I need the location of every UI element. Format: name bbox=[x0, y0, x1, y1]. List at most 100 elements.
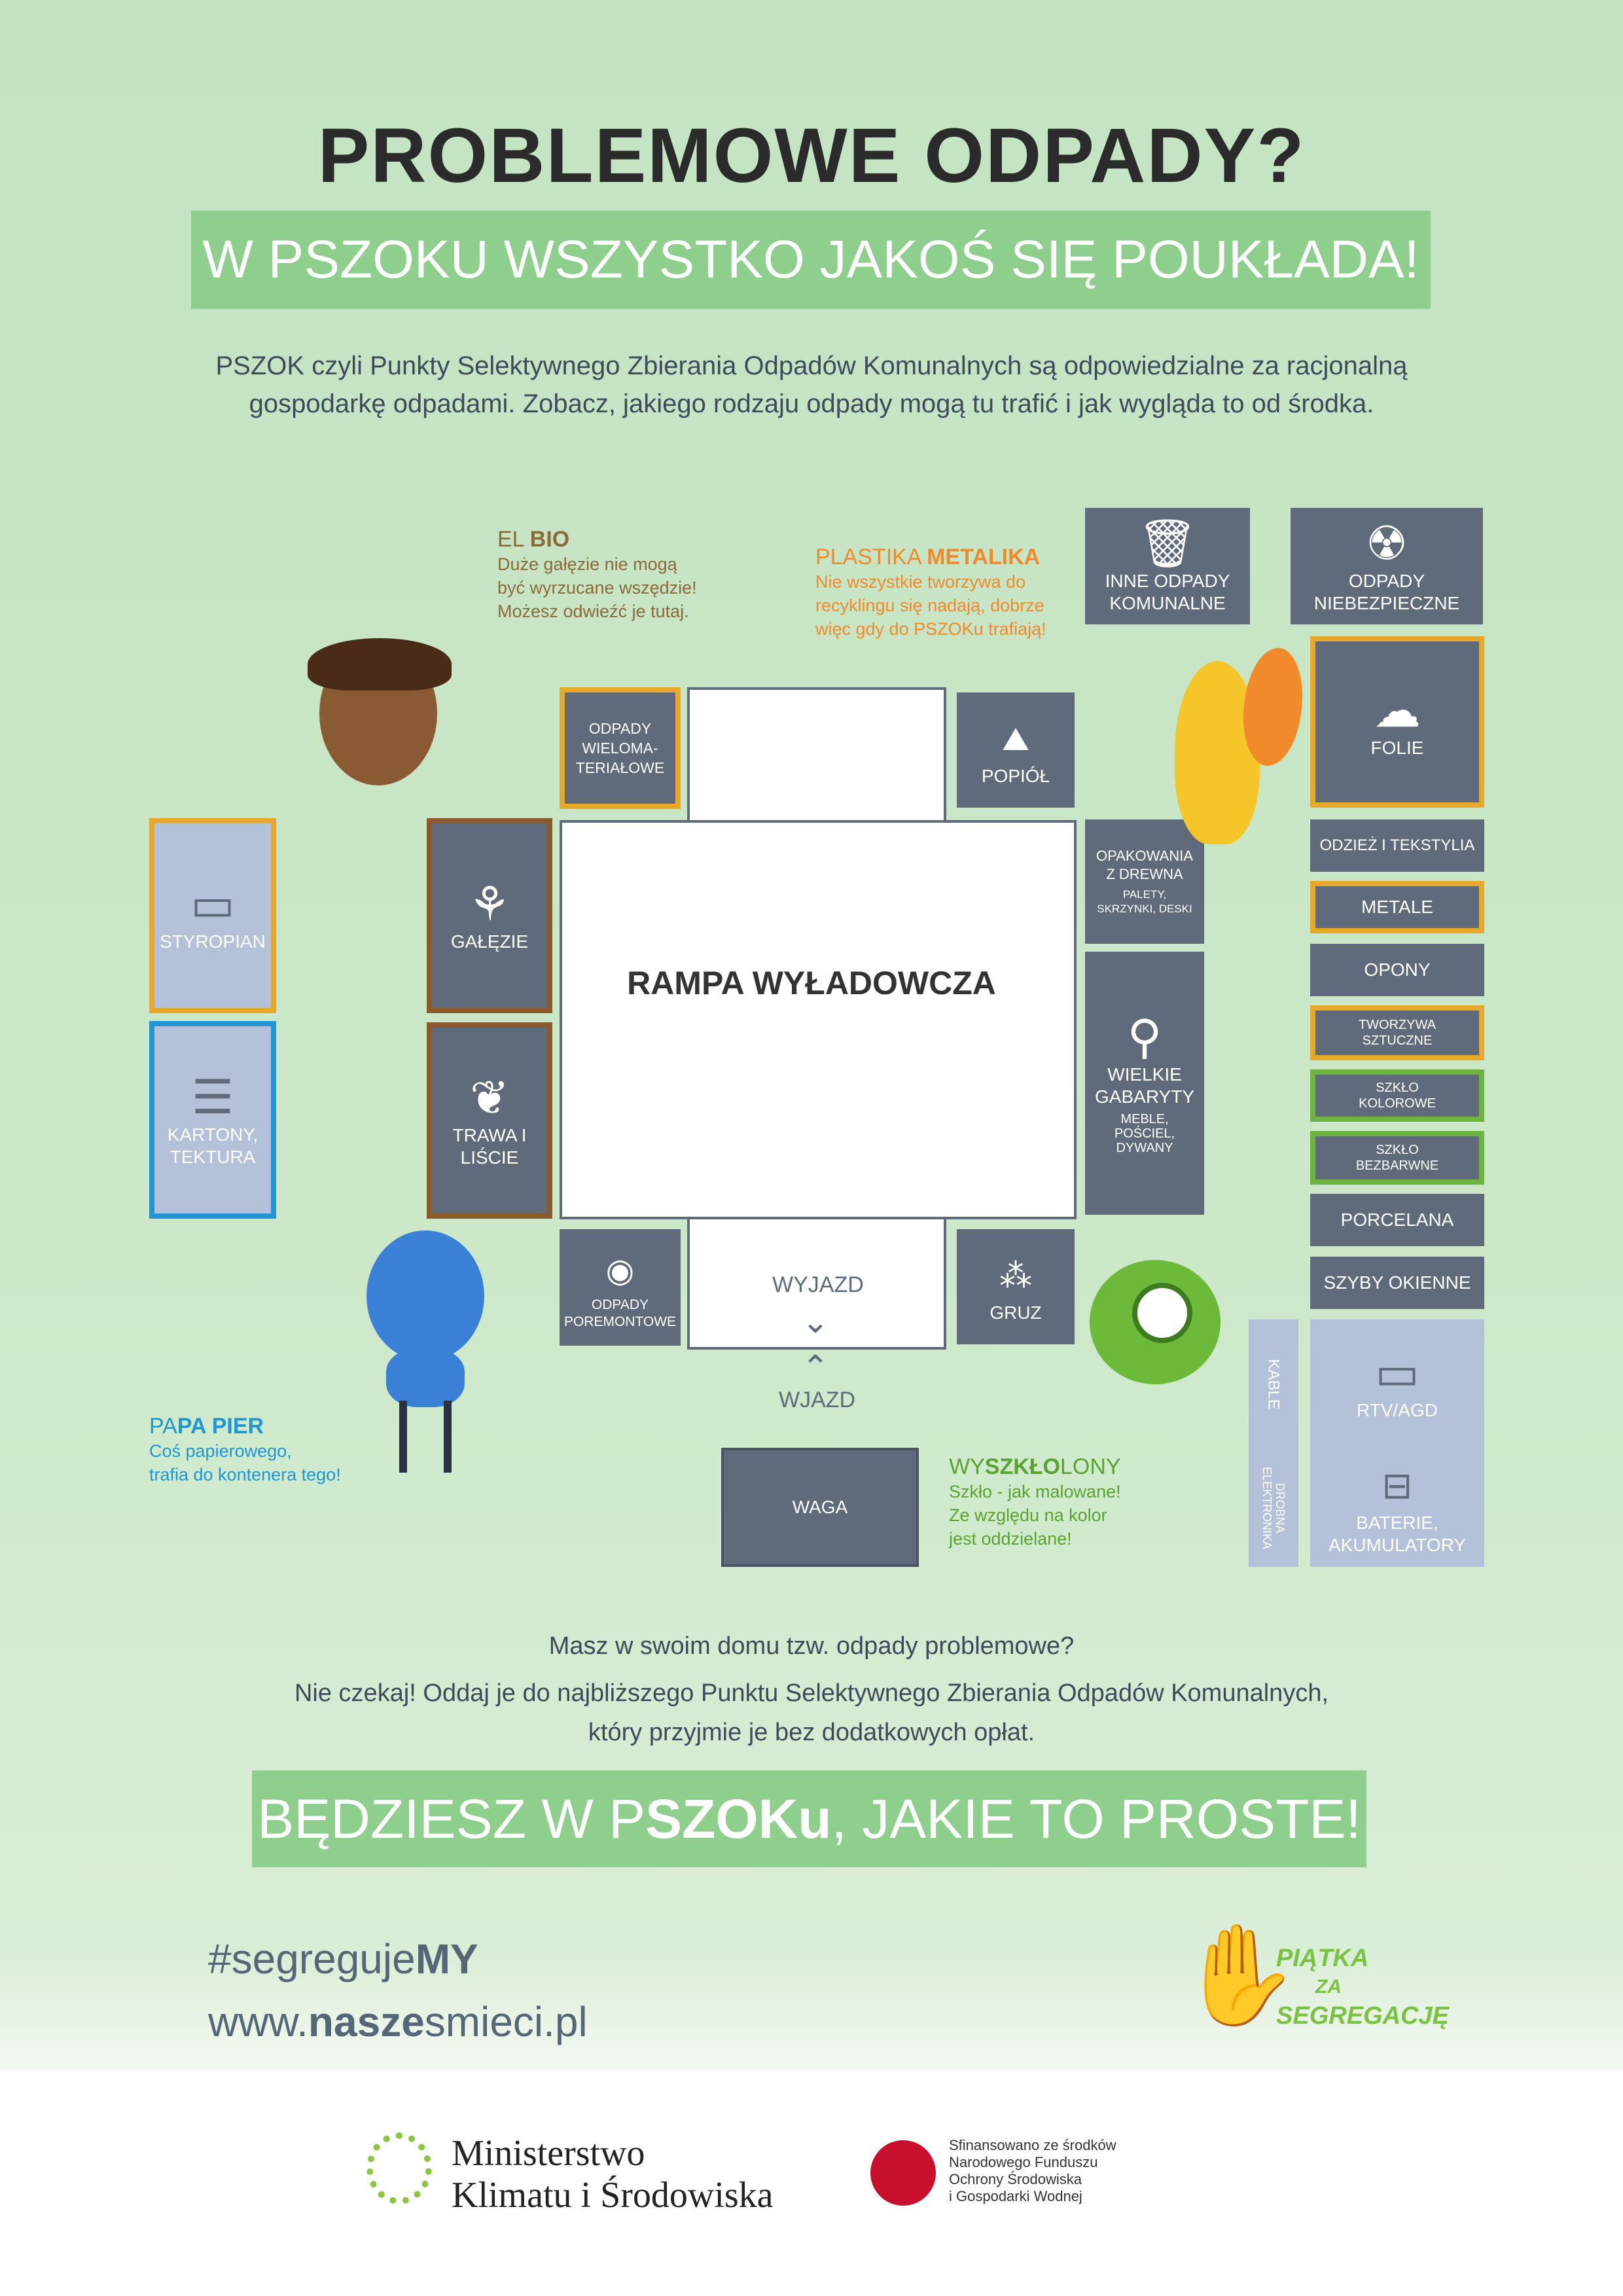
box-drobna: DROBNA ELEKTRONIKA bbox=[1249, 1449, 1298, 1567]
box-opony-label: OPONY bbox=[1364, 960, 1431, 980]
wjazd-arrow-icon: ⌃ bbox=[802, 1349, 829, 1386]
box-kable: KABLE bbox=[1249, 1319, 1298, 1449]
box-wielomaterialowe: ODPADY WIELOMA-TERIAŁOWE bbox=[560, 687, 681, 809]
metalika-flame bbox=[1243, 648, 1302, 766]
szklo-line-1: Szkło - jak malowane! bbox=[949, 1482, 1121, 1501]
box-popiol-label: POPIÓŁ bbox=[981, 766, 1050, 786]
papier-line-1: Coś papierowego, bbox=[149, 1441, 292, 1461]
box-odziez: ODZIEŻ I TEKSTYLIA bbox=[1310, 819, 1484, 872]
box-szyby: SZYBY OKIENNE bbox=[1310, 1257, 1484, 1309]
box-wielomaterialowe-label: ODPADY WIELOMA-TERIAŁOWE bbox=[575, 720, 665, 776]
box-kartony: ☰ KARTONY, TEKTURA bbox=[149, 1021, 276, 1219]
box-szklo-kol-label: SZKŁO KOLOROWE bbox=[1359, 1081, 1436, 1111]
box-opak-drewna-label: OPAKOWANIA Z DREWNA bbox=[1096, 848, 1193, 882]
papier-caption: PAPA PIER Coś papierowego, trafia do kon… bbox=[149, 1414, 341, 1486]
box-styropian-icon: ▭ bbox=[190, 878, 236, 931]
ministry-name: Ministerstwo Klimatu i Środowiska bbox=[452, 2132, 774, 2216]
fund-line-4: i Gospodarki Wodnej bbox=[949, 2188, 1082, 2204]
rampa-fill bbox=[690, 823, 944, 1217]
fund-line-1: Sfinansowano ze środków bbox=[949, 2137, 1116, 2153]
fund-text: Sfinansowano ze środków Narodowego Fundu… bbox=[949, 2137, 1116, 2205]
bio-name: EL BIO bbox=[497, 527, 570, 552]
leaf-icon: ❦ bbox=[469, 1072, 510, 1124]
box-waga: WAGA bbox=[721, 1448, 919, 1567]
box-baterie-label: BATERIE, AKUMULATORY bbox=[1328, 1513, 1467, 1555]
bio-caption: EL BIO Duże gałęzie nie mogą być wyrzuca… bbox=[497, 527, 697, 623]
intro-line-2: gospodarkę odpadami. Zobacz, jakiego rod… bbox=[249, 389, 1374, 418]
cloud-icon: ☁ bbox=[1374, 685, 1421, 737]
box-galezie: ⚘ GAŁĘZIE bbox=[427, 818, 552, 1013]
box-poremontowe: ◉ ODPADY POREMONTOWE bbox=[560, 1229, 681, 1346]
box-drobna-label: DROBNA ELEKTRONIKA bbox=[1260, 1466, 1287, 1550]
metalika-name: PLASTIKA METALIKA bbox=[815, 545, 1041, 569]
ministry-emblem-icon bbox=[366, 2132, 432, 2204]
box-inne-label: INNE ODPADY KOMUNALNE bbox=[1105, 571, 1230, 613]
box-galezie-label: GAŁĘZIE bbox=[450, 931, 529, 952]
box-porcelana-label: PORCELANA bbox=[1340, 1210, 1454, 1230]
intro-line-1: PSZOK czyli Punkty Selektywnego Zbierani… bbox=[215, 351, 1408, 380]
bio-line-3: Możesz odwieźć je tutaj. bbox=[497, 601, 689, 621]
subtitle-banner: W PSZOKU WSZYSTKO JAKOŚ SIĘ POUKŁADA! bbox=[191, 211, 1431, 309]
metalika-caption: PLASTIKA METALIKA Nie wszystkie tworzywa… bbox=[815, 545, 1046, 641]
box-szklo-bez-label: SZKŁO BEZBARWNE bbox=[1355, 1143, 1439, 1173]
szklo-caption: WYSZKŁOLONY Szkło - jak malowane! Ze wzg… bbox=[949, 1454, 1121, 1551]
szklo-line-2: Ze względu na kolor bbox=[949, 1505, 1107, 1525]
box-niebezpieczne-label: ODPADY NIEBEZPIECZNE bbox=[1313, 571, 1460, 613]
papers-icon: ☰ bbox=[191, 1071, 234, 1124]
box-metale: METALE bbox=[1310, 881, 1484, 933]
logo-text-2: ZA bbox=[1315, 1976, 1342, 1998]
bottom-q3: który przyjmie je bez dodatkowych opłat. bbox=[588, 1719, 1035, 1746]
bottom-question: Masz w swoim domu tzw. odpady problemowe… bbox=[0, 1626, 1623, 1752]
box-tworzywa-label: TWORZYWA SZTUCZNE bbox=[1358, 1018, 1436, 1048]
wyjazd-arrow-icon: ⌄ bbox=[802, 1303, 829, 1340]
metalika-line-1: Nie wszystkie tworzywa do bbox=[815, 572, 1026, 592]
fund-line-3: Ochrony Środowiska bbox=[949, 2171, 1082, 2187]
monitor-icon: ▭ bbox=[1374, 1347, 1420, 1399]
box-folie-label: FOLIE bbox=[1370, 738, 1424, 758]
bottom-banner: BĘDZIESZ W PSZOKu, JAKIE TO PROSTE! bbox=[252, 1770, 1366, 1867]
bottom-q1: Masz w swoim domu tzw. odpady problemowe… bbox=[548, 1632, 1075, 1660]
metalika-line-3: więc gdy do PSZOKu trafiają! bbox=[815, 619, 1046, 639]
intro-text: PSZOK czyli Punkty Selektywnego Zbierani… bbox=[131, 347, 1492, 423]
box-wielkie-gabaryty: ⚲ WIELKIE GABARYTY MEBLE, POŚCIEL, DYWAN… bbox=[1085, 952, 1204, 1215]
box-tworzywa: TWORZYWA SZTUCZNE bbox=[1310, 1005, 1484, 1060]
logo-text-3: SEGREGACJĘ bbox=[1276, 2002, 1449, 2030]
box-szklo-bezbarwne: SZKŁO BEZBARWNE bbox=[1310, 1131, 1484, 1185]
stones-icon: ⁂ bbox=[999, 1257, 1032, 1294]
papier-line-2: trafia do kontenera tego! bbox=[149, 1465, 341, 1484]
box-gruz: ⁂ GRUZ bbox=[957, 1229, 1075, 1344]
box-folie: ☁ FOLIE bbox=[1310, 636, 1484, 808]
page-title: PROBLEMOWE ODPADY? bbox=[317, 113, 1306, 199]
bio-line-1: Duże gałęzie nie mogą bbox=[497, 554, 677, 574]
character-papa-pier bbox=[366, 1230, 484, 1361]
branch-icon: ⚘ bbox=[468, 878, 511, 931]
box-metale-label: METALE bbox=[1361, 897, 1433, 917]
box-odziez-label: ODZIEŻ I TEKSTYLIA bbox=[1319, 836, 1475, 854]
bio-line-2: być wyrzucane wszędzie! bbox=[497, 578, 697, 598]
footer bbox=[0, 2072, 1623, 2296]
box-gruz-label: GRUZ bbox=[990, 1302, 1042, 1323]
box-kable-label: KABLE bbox=[1265, 1359, 1283, 1410]
box-szklo-kolorowe: SZKŁO KOLOROWE bbox=[1310, 1069, 1484, 1122]
box-opak-drewna: OPAKOWANIA Z DREWNA PALETY, SKRZYNKI, DE… bbox=[1085, 819, 1204, 944]
chair-icon: ⚲ bbox=[1127, 1011, 1162, 1064]
box-kartony-label: KARTONY, TEKTURA bbox=[167, 1124, 259, 1167]
box-wielkie-label: WIELKIE GABARYTY bbox=[1095, 1064, 1194, 1107]
battery-icon: ⊟ bbox=[1382, 1465, 1413, 1506]
ash-icon: ⛰ bbox=[1002, 721, 1029, 757]
logo-text-1: PIĄTKA bbox=[1276, 1945, 1369, 1972]
papa-pier-body bbox=[386, 1348, 465, 1407]
box-waga-label: WAGA bbox=[792, 1497, 848, 1517]
rampa-label: RAMPA WYŁADOWCZA bbox=[627, 965, 996, 1001]
ministry-line-2: Klimatu i Środowiska bbox=[452, 2175, 774, 2215]
website-link[interactable]: www.naszesmieci.pl bbox=[208, 1998, 588, 2045]
metalika-line-2: recyklingu się nadają, dobrze bbox=[815, 596, 1044, 615]
character-el-bio-hair bbox=[308, 638, 452, 691]
box-opony: OPONY bbox=[1310, 944, 1484, 996]
papier-name: PAPA PIER bbox=[149, 1414, 264, 1439]
box-styropian-label: STYROPIAN bbox=[160, 931, 266, 952]
wyszklolony-eye bbox=[1132, 1283, 1192, 1343]
hashtag: #segregujeMY bbox=[208, 1935, 478, 1982]
box-styropian: ▭ STYROPIAN bbox=[149, 818, 276, 1013]
box-opak-drewna-sub: PALETY, SKRZYNKI, DESKI bbox=[1097, 888, 1192, 915]
